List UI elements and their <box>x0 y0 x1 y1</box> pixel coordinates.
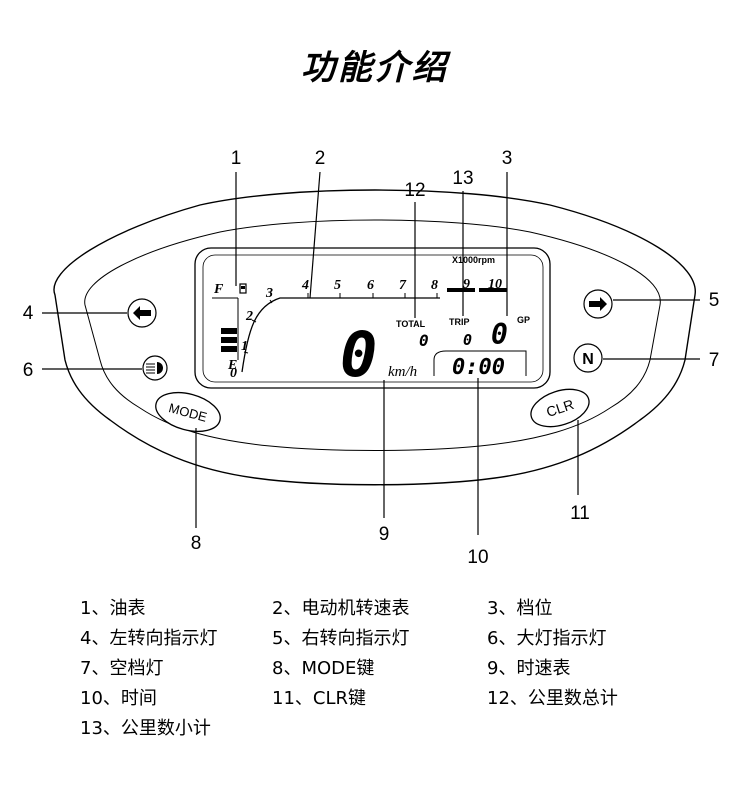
rpm-tick-label: 8 <box>431 278 438 293</box>
legend-row: 10、时间 11、CLR键 12、公里数总计 <box>80 682 720 712</box>
legend-item: 6、大灯指示灯 <box>487 628 607 649</box>
legend-item: 13、公里数小计 <box>80 718 211 739</box>
legend-item: 10、时间 <box>80 688 157 709</box>
lcd-inner-frame <box>202 254 544 383</box>
leader-line <box>309 171 321 299</box>
rpm-tick-label: 0 <box>230 366 237 381</box>
right-turn-indicator <box>583 289 613 319</box>
legend-row: 13、公里数小计 <box>80 712 720 742</box>
rpm-tick-label: 9 <box>463 277 470 292</box>
callout-2: 2 <box>315 148 326 169</box>
rpm-tick-mark <box>243 351 249 354</box>
legend-row: 7、空档灯 8、MODE键 9、时速表 <box>80 652 720 682</box>
speed-unit: km/h <box>388 364 417 380</box>
legend-item: 5、右转向指示灯 <box>272 628 410 649</box>
legend-item: 7、空档灯 <box>80 658 164 679</box>
rpm-tick-mark <box>251 319 257 323</box>
mode-button[interactable]: MODE <box>151 386 224 438</box>
legend-item: 8、MODE键 <box>272 658 375 679</box>
odometer-total-label: TOTAL <box>396 319 426 329</box>
leader-lines <box>42 171 700 535</box>
headlight-indicator <box>142 355 168 381</box>
legend-item: 3、档位 <box>487 598 553 619</box>
right-arrow-icon <box>589 297 607 311</box>
clock-value: 0:00 <box>452 355 505 380</box>
rpm-unit-label: X1000rpm <box>452 255 495 265</box>
neutral-label: N <box>582 351 594 368</box>
legend-row: 4、左转向指示灯 5、右转向指示灯 6、大灯指示灯 <box>80 622 720 652</box>
neutral-indicator: N <box>573 343 603 373</box>
fuel-bar <box>221 346 237 352</box>
callout-5: 5 <box>709 290 720 311</box>
speed-value: 0 <box>340 318 377 391</box>
callout-9: 9 <box>379 524 390 545</box>
rpm-tick-label: 6 <box>367 278 374 293</box>
rpm-tick-label: 4 <box>301 278 309 293</box>
left-turn-indicator <box>127 298 157 328</box>
legend: 1、油表 2、电动机转速表 3、档位 4、左转向指示灯 5、右转向指示灯 6、大… <box>80 592 720 742</box>
rpm-tick-label: 10 <box>488 277 502 292</box>
fuel-empty-label: E <box>227 358 237 373</box>
callout-1: 1 <box>231 148 242 169</box>
fuel-bar <box>221 328 237 334</box>
legend-item: 11、CLR键 <box>272 688 367 709</box>
rpm-tick-labels: 0 1 2 3 4 5 6 7 8 9 10 <box>230 277 502 381</box>
rpm-tick-label: 2 <box>245 309 253 324</box>
legend-item: 2、电动机转速表 <box>272 598 410 619</box>
callout-3: 3 <box>502 148 513 169</box>
callout-12: 12 <box>404 180 425 201</box>
fuel-bar <box>221 337 237 343</box>
rpm-tick-marks <box>243 293 438 354</box>
left-arrow-icon <box>133 306 151 320</box>
legend-item: 12、公里数总计 <box>487 688 618 709</box>
callout-numbers: 1 2 3 4 5 6 7 8 9 10 11 12 13 <box>23 148 720 568</box>
legend-row: 1、油表 2、电动机转速表 3、档位 <box>80 592 720 622</box>
rpm-arc <box>241 297 440 373</box>
callout-8: 8 <box>191 533 202 554</box>
callout-7: 7 <box>709 350 720 371</box>
legend-item: 4、左转向指示灯 <box>80 628 218 649</box>
rpm-tick-label: 7 <box>399 278 407 293</box>
rpm-tick-mark <box>269 299 273 304</box>
rpm-tick-label: 1 <box>241 339 248 354</box>
fuel-level-bars <box>221 328 237 352</box>
callout-13: 13 <box>452 168 473 189</box>
callout-4: 4 <box>23 303 34 324</box>
trip-value: 0 <box>463 331 472 349</box>
gear-value: 0 <box>491 318 508 351</box>
gear-label: GP <box>517 315 530 325</box>
rpm-tick-label: 5 <box>334 278 341 293</box>
clock-panel <box>433 350 527 376</box>
callout-6: 6 <box>23 360 34 381</box>
headlight-icon <box>146 362 163 374</box>
rpm-redline-segments <box>447 288 507 292</box>
fuel-full-label: F <box>213 282 224 297</box>
rpm-tick-label: 3 <box>265 286 273 301</box>
clr-button[interactable]: CLR <box>526 383 594 434</box>
fuel-pump-icon <box>239 283 247 294</box>
legend-item: 1、油表 <box>80 598 146 619</box>
odometer-total-value: 0 <box>419 331 429 350</box>
trip-label: TRIP <box>449 317 470 327</box>
callout-11: 11 <box>570 503 590 524</box>
page-title: 功能介绍 <box>301 48 449 88</box>
legend-item: 9、时速表 <box>487 658 571 679</box>
callout-10: 10 <box>467 547 488 568</box>
